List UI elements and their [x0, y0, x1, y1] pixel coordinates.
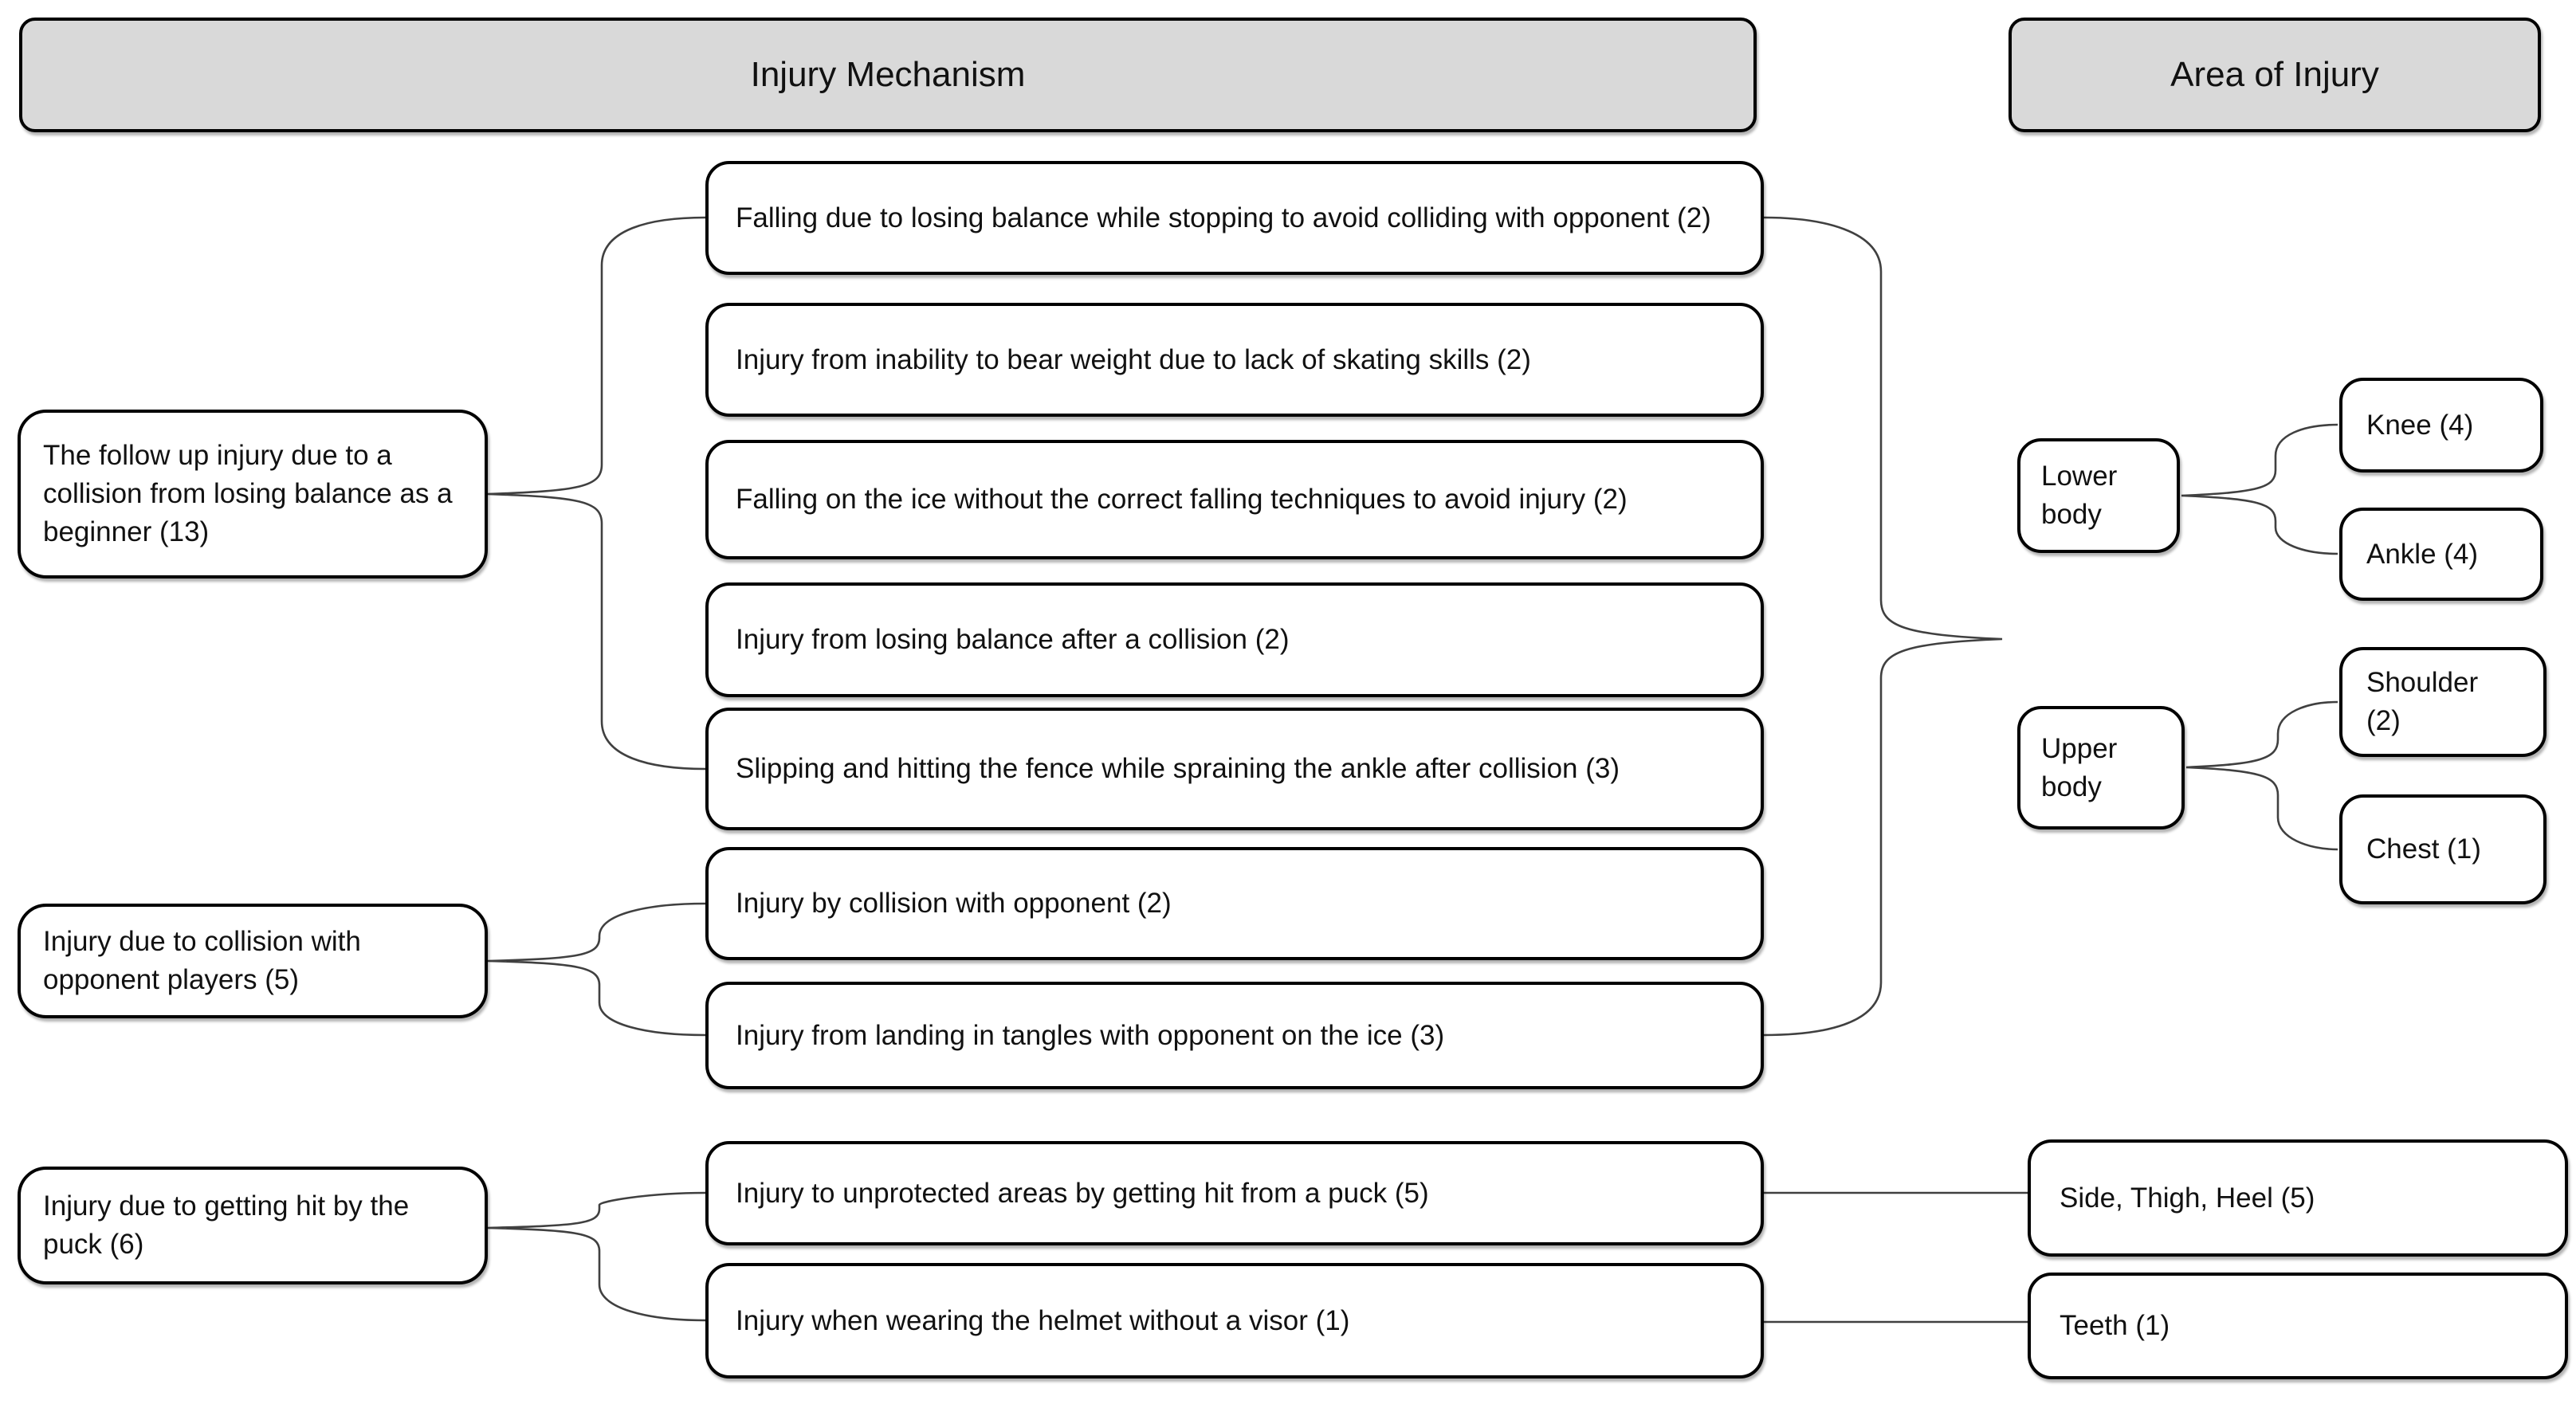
header-injury-mechanism-label: Injury Mechanism: [750, 55, 1026, 94]
area-child-shoulder: Shoulder (2): [2339, 647, 2547, 757]
header-area-of-injury-label: Area of Injury: [2170, 55, 2379, 94]
area-child-shoulder-label: Shoulder (2): [2366, 667, 2479, 736]
area-child-knee-label: Knee (4): [2366, 409, 2474, 441]
mechanism-parent-puck: Injury due to getting hit by the puck (6…: [18, 1167, 488, 1284]
mechanism-child-collision-opponent: Injury by collision with opponent (2): [705, 847, 1764, 960]
brace-lower-body: [2181, 423, 2338, 555]
area-child-knee: Knee (4): [2339, 378, 2543, 473]
mechanism-child-label: Falling on the ice without the correct f…: [736, 484, 1628, 515]
mechanism-parent-beginner: The follow up injury due to a collision …: [18, 410, 488, 578]
mechanism-child-landing-tangles: Injury from landing in tangles with oppo…: [705, 982, 1764, 1089]
mechanism-parent-opponent: Injury due to collision with opponent pl…: [18, 904, 488, 1018]
mechanism-child-bear-weight: Injury from inability to bear weight due…: [705, 303, 1764, 417]
brace-opponent-group: [487, 902, 706, 1037]
mechanism-child-label: Injury by collision with opponent (2): [736, 888, 1172, 919]
mechanism-child-losing-balance-collision: Injury from losing balance after a colli…: [705, 582, 1764, 697]
brace-mechanism-to-area: [1763, 216, 2003, 1037]
area-box-side-thigh-heel: Side, Thigh, Heel (5): [2028, 1139, 2568, 1257]
brace-upper-body: [2185, 700, 2338, 851]
mechanism-child-label: Injury from losing balance after a colli…: [736, 624, 1290, 655]
brace-puck-group: [487, 1191, 706, 1322]
area-parent-upper-body: Upper body: [2017, 706, 2185, 829]
mechanism-child-unprotected-areas: Injury to unprotected areas by getting h…: [705, 1141, 1764, 1245]
mechanism-child-slipping-fence: Slipping and hitting the fence while spr…: [705, 708, 1764, 830]
area-child-chest-label: Chest (1): [2366, 833, 2481, 865]
mechanism-child-label: Injury from inability to bear weight due…: [736, 343, 1531, 375]
mechanism-parent-puck-label: Injury due to getting hit by the puck (6…: [43, 1190, 410, 1260]
mechanism-parent-opponent-label: Injury due to collision with opponent pl…: [43, 926, 361, 995]
header-area-of-injury: Area of Injury: [2009, 18, 2541, 132]
area-box-teeth-label: Teeth (1): [2060, 1310, 2170, 1341]
area-child-ankle: Ankle (4): [2339, 508, 2543, 601]
mechanism-child-label: Injury from landing in tangles with oppo…: [736, 1019, 1445, 1051]
mechanism-child-label: Injury to unprotected areas by getting h…: [736, 1177, 1429, 1209]
mechanism-child-falling-techniques: Falling on the ice without the correct f…: [705, 440, 1764, 559]
area-parent-upper-body-label: Upper body: [2041, 732, 2118, 802]
mechanism-child-label: Falling due to losing balance while stop…: [736, 202, 1711, 233]
mechanism-child-label: Injury when wearing the helmet without a…: [736, 1304, 1350, 1336]
mechanism-child-falling-stopping: Falling due to losing balance while stop…: [705, 161, 1764, 275]
mechanism-parent-beginner-label: The follow up injury due to a collision …: [43, 440, 453, 547]
mechanism-child-helmet-visor: Injury when wearing the helmet without a…: [705, 1263, 1764, 1379]
area-child-ankle-label: Ankle (4): [2366, 538, 2479, 570]
brace-beginner-group: [487, 216, 706, 771]
area-parent-lower-body: Lower body: [2017, 438, 2180, 553]
area-parent-lower-body-label: Lower body: [2041, 461, 2118, 530]
header-injury-mechanism: Injury Mechanism: [19, 18, 1757, 132]
area-child-chest: Chest (1): [2339, 794, 2547, 904]
area-box-side-thigh-heel-label: Side, Thigh, Heel (5): [2060, 1182, 2315, 1214]
mechanism-child-label: Slipping and hitting the fence while spr…: [736, 753, 1620, 784]
area-box-teeth: Teeth (1): [2028, 1273, 2568, 1379]
